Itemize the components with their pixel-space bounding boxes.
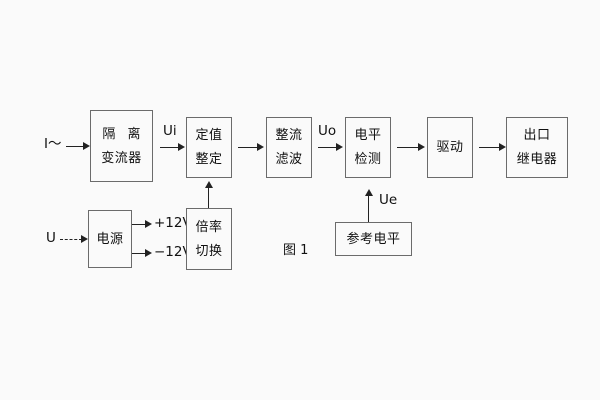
supply-negative-label: −12V	[154, 244, 192, 260]
arrowhead-drive-to-output-relay	[499, 143, 506, 151]
block-drive: 驱动	[427, 117, 473, 178]
block-level-detect-line-2: 检测	[354, 152, 382, 167]
arrowhead-power-positive	[145, 220, 152, 228]
block-isolation-ct-line-2: 变流器	[101, 150, 142, 166]
connector-reference-to-level	[368, 196, 369, 222]
input-current-label: I～	[44, 136, 62, 152]
block-power-supply: 电源	[88, 210, 132, 268]
connector-input-voltage-to-power	[60, 239, 82, 240]
block-isolation-ct-line-1: 隔 离	[102, 126, 145, 142]
signal-ui-label: Ui	[163, 123, 177, 139]
arrowhead-input-to-isolation	[83, 142, 90, 150]
block-output-relay: 出口 继电器	[506, 117, 568, 178]
connector-power-positive	[132, 224, 146, 225]
block-level-detect-line-1: 电平	[354, 128, 382, 143]
block-ratio-switch-line-2: 切换	[195, 243, 223, 259]
arrowhead-level-to-drive	[418, 143, 425, 151]
block-ratio-switch-line-1: 倍率	[195, 219, 223, 235]
block-level-detect: 电平 检测	[345, 117, 391, 178]
connector-power-negative	[132, 253, 146, 254]
block-drive-line-1: 驱动	[436, 140, 464, 155]
block-setting-value-line-1: 定值	[195, 128, 223, 143]
block-power-supply-line-1: 电源	[96, 231, 124, 247]
supply-positive-label: +12V	[154, 215, 192, 231]
connector-input-to-isolation	[66, 146, 84, 147]
connector-level-to-drive	[397, 147, 419, 148]
arrowhead-reference-to-level	[365, 189, 373, 196]
block-ratio-switch: 倍率 切换	[186, 208, 232, 270]
block-output-relay-line-2: 继电器	[516, 152, 558, 167]
arrowhead-power-negative	[145, 249, 152, 257]
signal-ue-label: Ue	[379, 192, 398, 208]
block-reference-level-line-1: 参考电平	[346, 231, 401, 247]
arrowhead-rectifier-to-level	[336, 143, 343, 151]
arrowhead-isolation-to-setting	[178, 143, 185, 151]
block-output-relay-line-1: 出口	[523, 128, 551, 143]
block-reference-level: 参考电平	[335, 222, 412, 256]
connector-ratio-to-setting	[208, 188, 209, 208]
signal-uo-label: Uo	[318, 123, 337, 139]
block-rectifier-filter-line-2: 滤波	[275, 152, 303, 167]
block-setting-value: 定值 整定	[186, 117, 232, 178]
block-setting-value-line-2: 整定	[195, 152, 223, 167]
figure-caption: 图 1	[283, 243, 309, 258]
connector-drive-to-output-relay	[479, 147, 500, 148]
connector-rectifier-to-level	[318, 147, 337, 148]
arrowhead-ratio-to-setting	[205, 181, 213, 188]
connector-setting-to-rectifier	[238, 147, 258, 148]
arrowhead-setting-to-rectifier	[257, 143, 264, 151]
block-isolation-ct: 隔 离 变流器	[90, 110, 153, 182]
arrowhead-input-voltage-to-power	[81, 235, 88, 243]
block-rectifier-filter: 整流 滤波	[266, 117, 312, 178]
connector-isolation-to-setting	[160, 147, 179, 148]
block-rectifier-filter-line-1: 整流	[275, 128, 303, 143]
input-voltage-label: U	[46, 230, 56, 246]
